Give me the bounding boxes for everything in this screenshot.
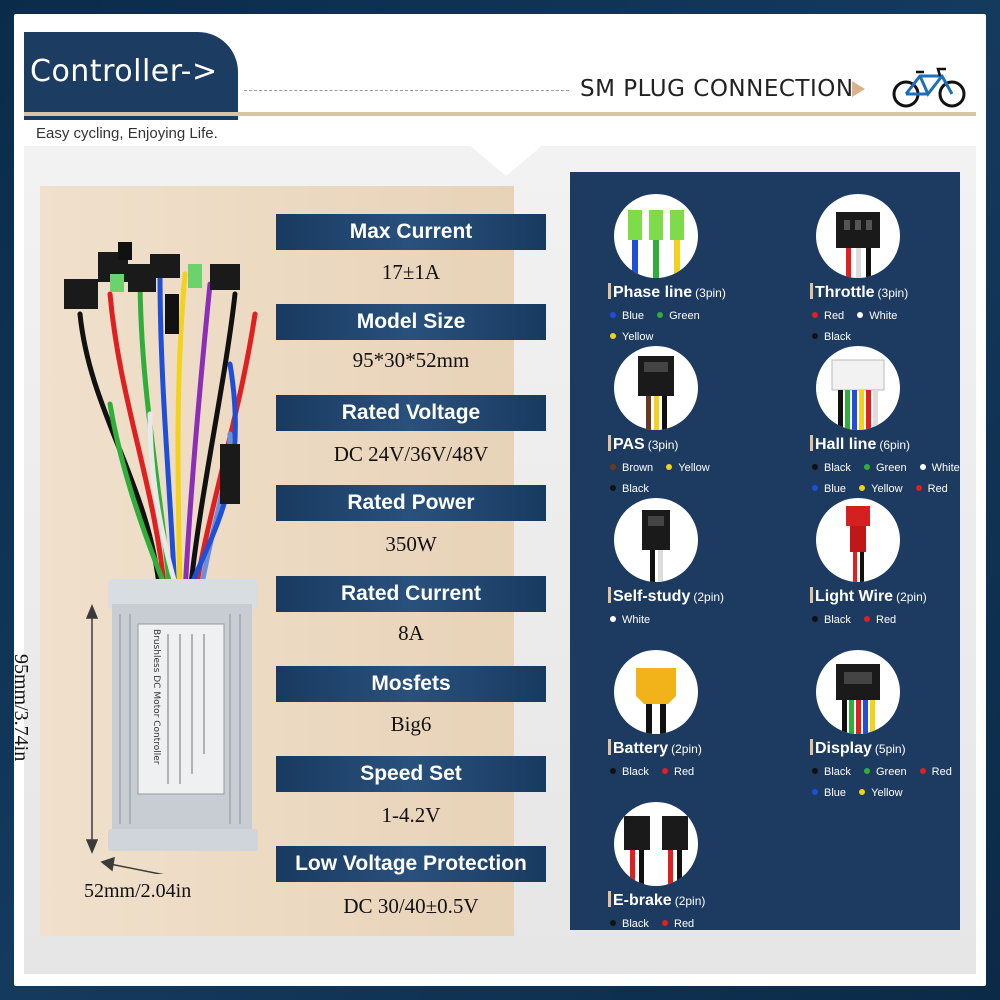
wire-black: Black — [812, 766, 851, 778]
hall-line-plug-icon — [816, 346, 900, 430]
wire-red: Red — [662, 918, 694, 930]
connector-pins: (2pin) — [693, 590, 725, 604]
connector-name: Throttle — [815, 284, 875, 301]
section-title: SM PLUG CONNECTION — [580, 76, 854, 102]
wire-black: Black — [812, 331, 851, 343]
spec-header-max-current: Max Current — [276, 214, 546, 250]
slogan: Easy cycling, Enjoying Life. — [36, 125, 218, 142]
wire-black: Black — [610, 766, 649, 778]
connector-e-brake: E-brake(2pin) Black Red — [608, 802, 794, 952]
spec-header-rated-current: Rated Current — [276, 576, 546, 612]
spec-value-rated-power: 350W — [385, 532, 437, 556]
wire-blue: Blue — [812, 787, 846, 799]
wire-green: Green — [864, 766, 907, 778]
spec-value-mosfets: Big6 — [390, 712, 432, 736]
connector-name: PAS — [613, 436, 645, 453]
pointer-notch — [468, 144, 544, 176]
wire-green: Green — [657, 310, 700, 322]
connector-self-study: Self-study(2pin) White — [608, 498, 794, 648]
connector-hall-line: Hall line(6pin) Black Green White Blue Y… — [810, 346, 986, 496]
controller-image: Brushless DC Motor Controller — [64, 242, 258, 874]
wire-red: Red — [915, 483, 948, 495]
connector-name: Display — [815, 740, 872, 757]
connector-light-wire: Light Wire(2pin) Black Red — [810, 498, 986, 648]
e-brake-plug-icon — [614, 802, 698, 886]
wire-blue: Blue — [812, 483, 846, 495]
connector-pins: (3pin) — [695, 286, 726, 300]
connector-battery: Battery(2pin) Black Red — [608, 650, 794, 800]
connector-pins: (2pin) — [896, 590, 927, 604]
header-underline — [24, 112, 976, 116]
wire-white: White — [610, 614, 650, 626]
connector-name: Light Wire — [815, 588, 894, 605]
wire-yellow: Yellow — [666, 462, 710, 474]
connector-pins: (2pin) — [674, 894, 706, 908]
connector-pins: (5pin) — [874, 742, 906, 756]
spec-header-rated-power: Rated Power — [276, 485, 546, 521]
play-arrow-icon — [852, 81, 865, 97]
wire-black: Black — [812, 614, 851, 626]
spec-header-mosfets: Mosfets — [276, 666, 546, 702]
self-study-plug-icon — [614, 498, 698, 582]
connector-pas: PAS(3pin) Brown Yellow Black — [608, 346, 794, 496]
page-title: Controller-> — [30, 54, 218, 89]
wire-yellow: Yellow — [610, 331, 653, 343]
wire-black: Black — [610, 483, 649, 495]
wire-white: White — [919, 462, 960, 474]
wire-yellow: Yellow — [859, 787, 903, 799]
spec-value-speed-set: 1-4.2V — [381, 803, 441, 827]
spec-value-rated-current: 8A — [398, 621, 424, 645]
spec-value-low-voltage-protection: DC 30/40±0.5V — [343, 894, 479, 918]
connector-pins: (3pin) — [877, 286, 909, 300]
poster: Controller-> SM PLUG CONNECTION Easy cyc… — [14, 14, 986, 986]
throttle-plug-icon — [816, 194, 900, 278]
connector-throttle: Throttle(3pin) Red White Black — [810, 194, 986, 344]
wire-blue: Blue — [610, 310, 644, 322]
light-wire-plug-icon — [816, 498, 900, 582]
spec-header-speed-set: Speed Set — [276, 756, 546, 792]
connector-name: Phase line — [613, 284, 693, 301]
wire-red: Red — [662, 766, 694, 778]
wire-brown: Brown — [610, 462, 653, 474]
wire-black: Black — [610, 918, 649, 930]
title-tab — [24, 32, 238, 120]
spec-header-rated-voltage: Rated Voltage — [276, 395, 546, 431]
spec-header-low-voltage-protection: Low Voltage Protection — [276, 846, 546, 882]
wire-white: White — [857, 310, 897, 322]
phase-line-plug-icon — [614, 194, 698, 278]
connector-name: Battery — [613, 740, 669, 757]
battery-plug-icon — [614, 650, 698, 734]
connector-display: Display(5pin) Black Green Red Blue Yello… — [810, 650, 986, 800]
connector-pins: (6pin) — [879, 438, 911, 452]
width-dimension: 52mm/2.04in — [84, 880, 192, 902]
connector-name: Hall line — [815, 436, 877, 453]
wire-red: Red — [864, 614, 896, 626]
controller-label: Brushless DC Motor Controller — [151, 629, 161, 765]
wire-green: Green — [864, 462, 907, 474]
wire-red: Red — [919, 766, 952, 778]
connector-phase-line: Phase line(3pin) Blue Green Yellow — [608, 194, 794, 344]
wire-red: Red — [812, 310, 844, 322]
connector-name: Self-study — [613, 588, 691, 605]
bicycle-icon — [892, 67, 966, 108]
spec-value-model-size: 95*30*52mm — [352, 348, 470, 372]
height-dimension: 95mm/3.74in — [14, 654, 32, 762]
connector-name: E-brake — [613, 892, 672, 909]
spec-header-model-size: Model Size — [276, 304, 546, 340]
display-plug-icon — [816, 650, 900, 734]
connector-pins: (3pin) — [647, 438, 679, 452]
spec-value-rated-voltage: DC 24V/36V/48V — [333, 442, 489, 466]
wire-black: Black — [812, 462, 851, 474]
dashed-divider — [244, 90, 569, 91]
spec-value-max-current: 17±1A — [381, 260, 441, 284]
connector-pins: (2pin) — [671, 742, 702, 756]
pas-plug-icon — [614, 346, 698, 430]
wire-yellow: Yellow — [859, 483, 903, 495]
